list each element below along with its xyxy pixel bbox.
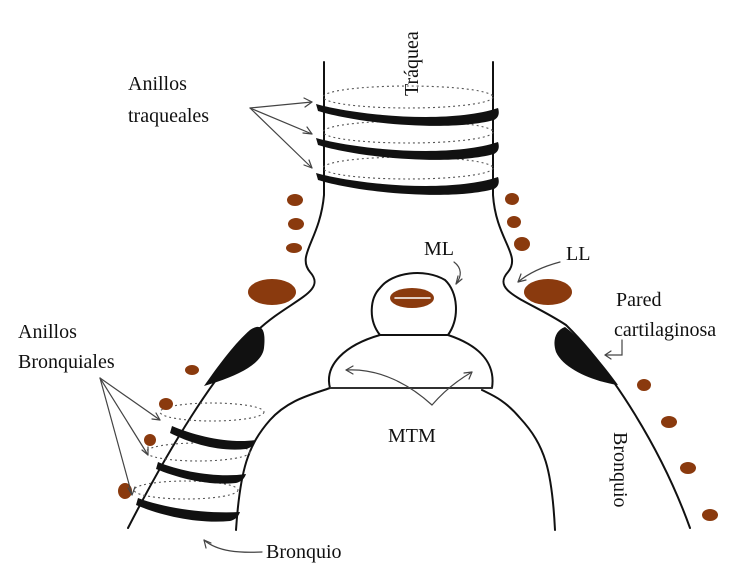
label-pared-1: Pared (616, 289, 662, 311)
lymph-node (680, 462, 696, 474)
lymph-node (185, 365, 199, 375)
tracheal-ring (316, 173, 499, 195)
lymph-node (144, 434, 156, 446)
label-bronquio-right: Bronquio (609, 432, 631, 508)
lymph-node (637, 379, 651, 391)
tracheal-ring (316, 138, 499, 160)
labels: Tráquea Anillos traqueales ML LL Pared c… (18, 31, 716, 563)
bronchial-ring (156, 462, 246, 484)
lymph-node (286, 243, 302, 253)
lymph-node (505, 193, 519, 205)
lymph-node (661, 416, 677, 428)
label-traquea: Tráquea (401, 31, 423, 96)
annotation-arrows (100, 98, 622, 552)
right-cartilage-wedge (554, 327, 618, 385)
lymph-node (514, 237, 530, 251)
tracheal-rings (316, 86, 499, 195)
lymph-node (287, 194, 303, 206)
lymph-node (288, 218, 304, 230)
label-ml: ML (424, 238, 454, 260)
label-anillos-traqueales-2: traqueales (128, 105, 209, 127)
inner-bronchus-walls (236, 388, 555, 530)
tracheal-ring (316, 104, 499, 126)
label-ll: LL (566, 243, 590, 265)
label-bronquio-bottom: Bronquio (266, 541, 342, 563)
lymph-node (524, 279, 572, 305)
lymph-node (702, 509, 718, 521)
label-anillos-bronquiales-2: Bronquiales (18, 351, 115, 373)
label-anillos-traqueales-1: Anillos (128, 73, 187, 95)
label-anillos-bronquiales-1: Anillos (18, 321, 77, 343)
lymph-node (159, 398, 173, 410)
bronchial-ring (136, 498, 240, 522)
label-pared-2: cartilaginosa (614, 319, 716, 341)
lymph-node (248, 279, 296, 305)
label-mtm: MTM (388, 425, 436, 447)
left-cartilage-wedge (204, 327, 264, 386)
bronchial-rings (134, 403, 264, 522)
lymph-node (507, 216, 521, 228)
